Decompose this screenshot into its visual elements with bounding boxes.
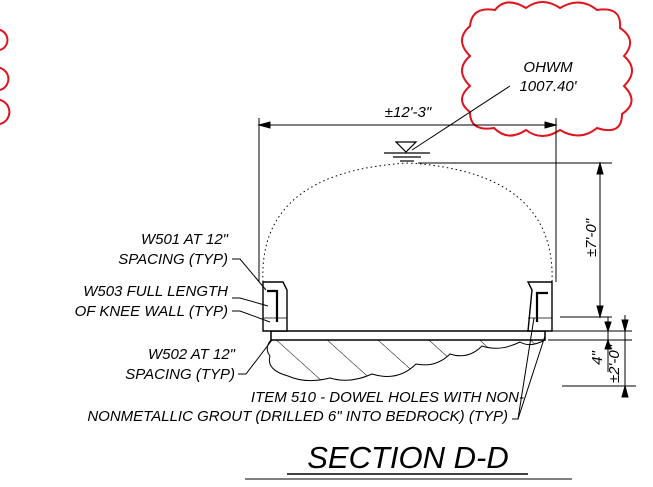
concrete-slab <box>270 330 546 341</box>
ohwm-revision-cloud <box>461 1 633 137</box>
right-knee-wall <box>526 281 553 332</box>
width-dimension <box>257 118 558 282</box>
callout-leaders <box>232 258 546 420</box>
w501-callout-line2: SPACING (TYP) <box>118 251 228 268</box>
height-dimension <box>418 161 612 319</box>
water-level-symbol <box>384 141 430 162</box>
w501-callout-line1: W501 AT 12" <box>141 231 229 248</box>
bedrock-hatch <box>266 339 546 382</box>
section-title: SECTION D-D <box>307 440 509 475</box>
ohwm-leader <box>411 85 511 151</box>
w502-callout-line1: W502 AT 12" <box>148 346 236 363</box>
item510-callout-line1: ITEM 510 - DOWEL HOLES WITH NON- <box>251 389 524 406</box>
item510-callout-line2: NONMETALLIC GROUT (DRILLED 6" INTO BEDRO… <box>87 408 508 425</box>
width-dimension-label: ±12'-3" <box>385 104 432 121</box>
w503-callout-line1: W503 FULL LENGTH <box>83 283 228 300</box>
w503-callout-line2: OF KNEE WALL (TYP) <box>75 303 228 320</box>
height-dimension-label: ±7'-0" <box>583 218 600 257</box>
dotted-arch <box>262 162 553 283</box>
left-knee-wall <box>262 281 288 332</box>
depth-dimension-label: ±2'-0" <box>606 344 623 383</box>
ohwm-elevation: 1007.40' <box>519 78 577 95</box>
w502-callout-line2: SPACING (TYP) <box>125 366 235 383</box>
left-revision-cloud <box>0 29 11 125</box>
slab-depth-dimension <box>548 315 636 398</box>
slab-dimension-label: 4" <box>589 350 606 364</box>
ohwm-label: OHWM <box>523 59 573 76</box>
